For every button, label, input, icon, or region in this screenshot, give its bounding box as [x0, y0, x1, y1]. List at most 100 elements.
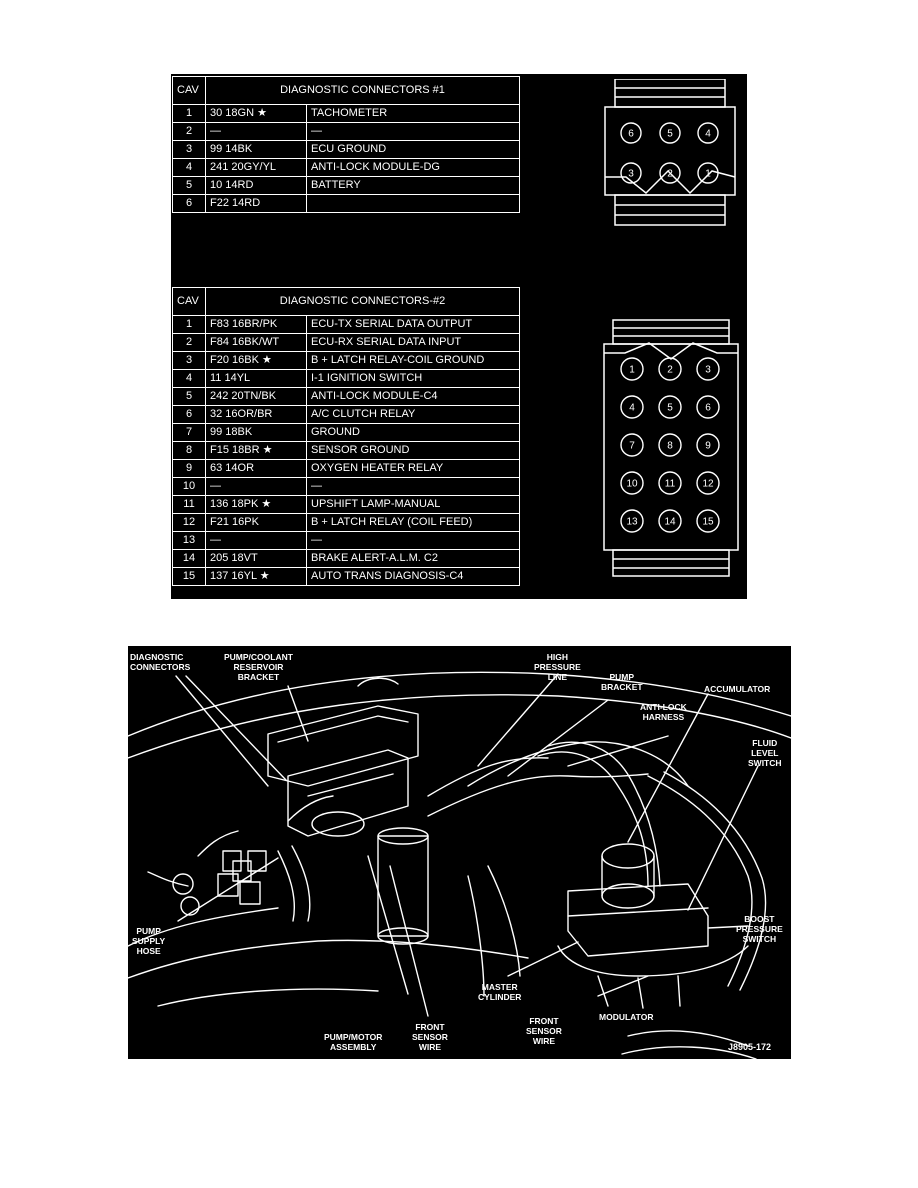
pin-circle [620, 122, 642, 144]
circuit-function: ECU GROUND [306, 140, 520, 159]
pin-number: 2 [667, 365, 673, 376]
circuit-function [306, 194, 520, 213]
wire-code: 11 14YL [205, 369, 307, 388]
engine-compartment-drawing [128, 671, 791, 1059]
pin-circle [696, 357, 720, 381]
circuit-function: UPSHIFT LAMP-MANUAL [306, 495, 520, 514]
pin-number: 13 [626, 517, 638, 528]
wire-code: 32 16OR/BR [205, 405, 307, 424]
pin-number: 14 [664, 517, 676, 528]
pin-circle [620, 395, 644, 419]
pin-number: 6 [705, 403, 711, 414]
cavity-number: 10 [172, 477, 206, 496]
circuit-function: ECU-RX SERIAL DATA INPUT [306, 333, 520, 352]
pin-circle [697, 122, 719, 144]
cavity-number: 5 [172, 176, 206, 195]
pin-circle [696, 395, 720, 419]
pin-number: 5 [667, 129, 673, 140]
pin-number: 4 [629, 403, 635, 414]
pin-circle [620, 509, 644, 533]
pin-circle [620, 433, 644, 457]
pin-number: 6 [628, 129, 634, 140]
pin-circle [658, 395, 682, 419]
cavity-number: 4 [172, 158, 206, 177]
wire-code: F84 16BK/WT [205, 333, 307, 352]
pin-circle [620, 471, 644, 495]
circuit-function: BATTERY [306, 176, 520, 195]
circuit-function: SENSOR GROUND [306, 441, 520, 460]
cavity-number: 3 [172, 140, 206, 159]
wire-code: F15 18BR ★ [205, 441, 307, 460]
table-row: 10—— [172, 477, 520, 496]
circuit-function: I-1 IGNITION SWITCH [306, 369, 520, 388]
pin-circle [696, 509, 720, 533]
cavity-number: 14 [172, 549, 206, 568]
cavity-number: 11 [172, 495, 206, 514]
pin-number: 1 [705, 169, 711, 180]
table-title: DIAGNOSTIC CONNECTORS #1 [205, 76, 520, 105]
wire-code: F22 14RD [205, 194, 307, 213]
wire-code: — [205, 531, 307, 550]
circuit-function: ANTI-LOCK MODULE-C4 [306, 387, 520, 406]
pin-number: 9 [705, 441, 711, 452]
wire-code: 99 18BK [205, 423, 307, 442]
pin-circle [658, 471, 682, 495]
circuit-function: A/C CLUTCH RELAY [306, 405, 520, 424]
cavity-number: 15 [172, 567, 206, 586]
cavity-number: 8 [172, 441, 206, 460]
circuit-function: BRAKE ALERT-A.L.M. C2 [306, 549, 520, 568]
circuit-function: TACHOMETER [306, 104, 520, 123]
figure-code: J8905-172 [728, 1042, 772, 1052]
cavity-number: 2 [172, 333, 206, 352]
table-row: 13—— [172, 531, 520, 550]
cavity-number: 12 [172, 513, 206, 532]
pin-number: 4 [705, 129, 711, 140]
pin-number: 11 [665, 479, 676, 490]
pin-number: 10 [626, 479, 638, 490]
cavity-number: 7 [172, 423, 206, 442]
cavity-number: 4 [172, 369, 206, 388]
wire-code: — [205, 477, 307, 496]
circuit-function: B + LATCH RELAY-COIL GROUND [306, 351, 520, 370]
circuit-function: B + LATCH RELAY (COIL FEED) [306, 513, 520, 532]
table-title: DIAGNOSTIC CONNECTORS-#2 [205, 287, 520, 316]
circuit-function: — [306, 477, 520, 496]
cavity-number: 6 [172, 194, 206, 213]
pin-number: 12 [702, 479, 714, 490]
wire-code: 241 20GY/YL [205, 158, 307, 177]
wire-code: 242 20TN/BK [205, 387, 307, 406]
pin-number: 5 [667, 403, 673, 414]
circuit-function: ECU-TX SERIAL DATA OUTPUT [306, 315, 520, 334]
cavity-number: 13 [172, 531, 206, 550]
circuit-function: — [306, 122, 520, 141]
wire-code: 137 16YL ★ [205, 567, 307, 586]
pin-circle [659, 122, 681, 144]
pin-circle [697, 162, 719, 184]
cav-header: CAV [172, 287, 206, 316]
pin-circle [620, 357, 644, 381]
wire-code: 63 14OR [205, 459, 307, 478]
